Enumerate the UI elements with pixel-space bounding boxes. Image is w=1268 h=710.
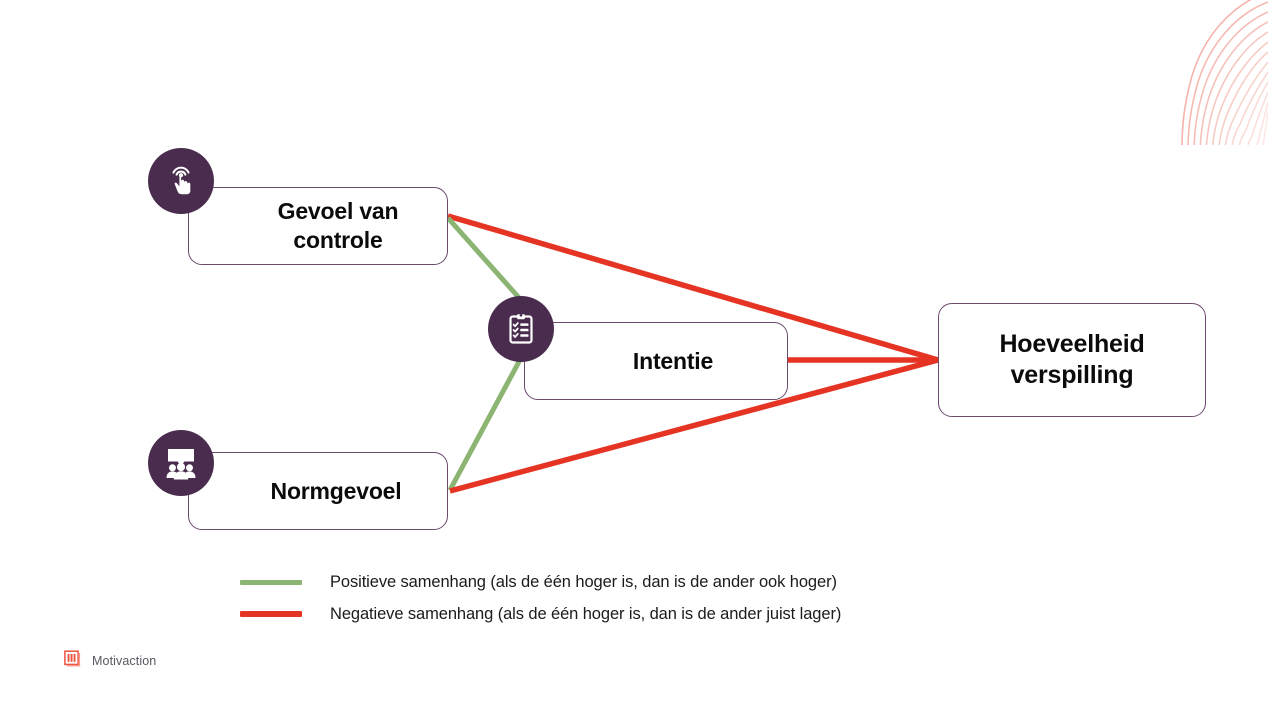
legend-label-positive: Positieve samenhang (als de één hoger is…	[330, 572, 837, 591]
node-normgevoel[interactable]: Normgevoel	[188, 452, 448, 530]
node-hoeveelheid-verspilling[interactable]: Hoeveelheid verspilling	[938, 303, 1206, 417]
audience-presentation-icon	[148, 430, 214, 496]
edge-control-outcome	[447, 213, 939, 363]
node-intentie[interactable]: Intentie	[524, 322, 788, 400]
node-label: Hoeveelheid verspilling	[999, 329, 1145, 389]
edge-norm-outcome	[449, 357, 939, 494]
motivaction-logo-icon	[64, 650, 81, 672]
node-label: Gevoel van controle	[277, 198, 399, 253]
node-label: Intentie	[632, 347, 714, 374]
legend-swatch-positive	[240, 579, 302, 585]
hand-tap-icon	[148, 148, 214, 214]
legend-item-negative: Negatieve samenhang (als de één hoger is…	[240, 598, 1000, 630]
node-label: Normgevoel	[270, 477, 402, 504]
node-gevoel-van-controle[interactable]: Gevoel van controle	[188, 187, 448, 265]
legend: Positieve samenhang (als de één hoger is…	[240, 566, 1000, 630]
edge-norm-intention	[447, 356, 524, 492]
legend-swatch-negative	[240, 611, 302, 617]
legend-item-positive: Positieve samenhang (als de één hoger is…	[240, 566, 1000, 598]
clipboard-checklist-icon	[488, 296, 554, 362]
legend-label-negative: Negatieve samenhang (als de één hoger is…	[330, 604, 842, 623]
brand-name: Motivaction	[92, 654, 157, 668]
edge-control-intention	[446, 216, 523, 302]
brand-footer: Motivaction	[64, 650, 156, 672]
